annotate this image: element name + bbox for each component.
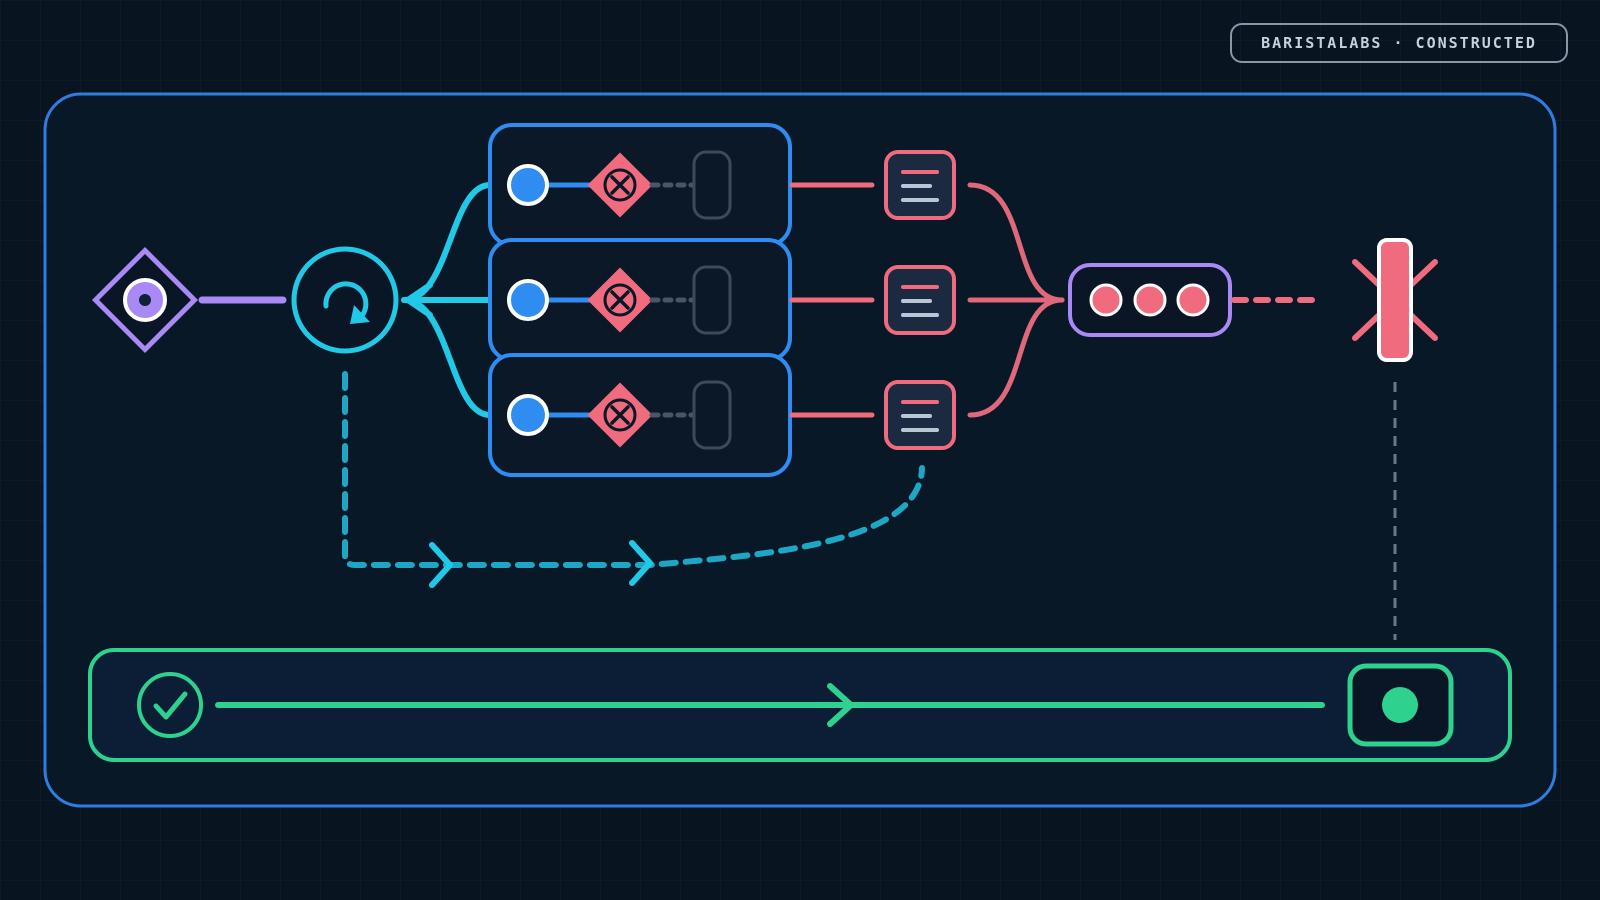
brand-badge-label: BARISTALABS · CONSTRUCTED [1261, 34, 1537, 52]
document-icon [884, 380, 956, 450]
empty-slot [692, 265, 732, 335]
lane-dot [507, 394, 549, 436]
loop-back-dashed-path [342, 371, 925, 568]
brand-badge: BARISTALABS · CONSTRUCTED [1230, 23, 1568, 63]
empty-slot [692, 150, 732, 220]
lane-1 [488, 123, 792, 247]
x-diamond-icon [587, 382, 653, 448]
lane-3 [488, 353, 792, 477]
completion-track [88, 648, 1512, 762]
document-icon [884, 150, 956, 220]
progress-arrow [827, 683, 854, 727]
lane-dot [507, 164, 549, 206]
loop-back-arrow-1 [429, 542, 453, 588]
x-diamond-icon [587, 152, 653, 218]
crossed-bar-icon [1352, 238, 1438, 362]
merge-dots-node [1068, 263, 1232, 337]
lane-2 [488, 238, 792, 362]
lane-dot [507, 279, 549, 321]
record-square-icon [1347, 663, 1454, 747]
lane-doc-connectors [789, 182, 875, 418]
loop-back-arrow-2 [629, 540, 653, 586]
empty-slot [692, 380, 732, 450]
document-icon [884, 265, 956, 335]
x-diamond-icon [587, 267, 653, 333]
fan-in-connectors [967, 182, 1065, 418]
loop-refresh-icon [291, 246, 399, 354]
fan-out-arrowhead [405, 282, 433, 318]
check-circle-icon [137, 672, 203, 738]
start-diamond-icon [91, 246, 199, 354]
